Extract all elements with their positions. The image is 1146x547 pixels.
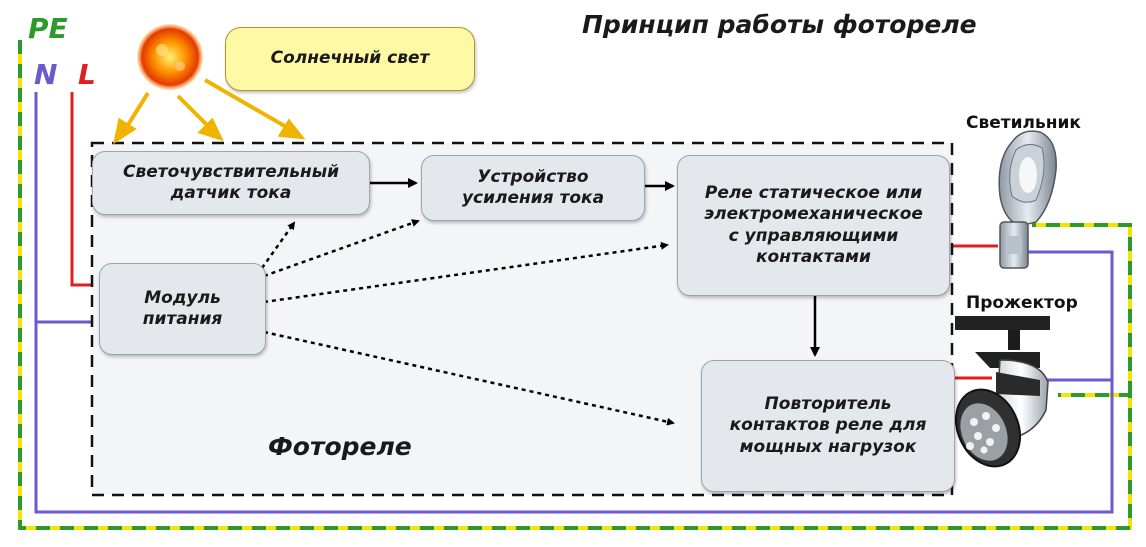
relay-block: Реле статическое или электромеханическое… — [677, 155, 950, 296]
amplifier-block: Устройство усиления тока — [421, 155, 645, 221]
n-wire — [34, 92, 1114, 514]
street-lamp-icon — [998, 130, 1057, 269]
lamp-label: Светильник — [966, 113, 1081, 133]
photorelay-caption: Фотореле — [268, 432, 412, 461]
l-wire — [70, 92, 998, 380]
page-title: Принцип работы фотореле — [582, 10, 977, 39]
power-module-label: Модуль питания — [142, 287, 223, 329]
pe-wire-label: PE — [28, 12, 68, 45]
repeater-block-label: Повторитель контактов реле для мощных на… — [729, 394, 927, 457]
power-module-block: Модуль питания — [99, 263, 266, 355]
sunlight-arrows — [113, 78, 306, 145]
sensor-block: Светочувствительный датчик тока — [92, 151, 370, 215]
sunlight-label-box: Солнечный свет — [225, 27, 475, 91]
dotted-arrows — [260, 219, 675, 426]
sun-icon — [137, 24, 203, 90]
l-wire-label: L — [78, 58, 96, 91]
relay-block-label: Реле статическое или электромеханическое… — [704, 183, 923, 267]
pe-wire — [18, 40, 1132, 530]
spotlight-icon — [954, 316, 1050, 468]
sensor-block-label: Светочувствительный датчик тока — [122, 161, 340, 203]
repeater-block: Повторитель контактов реле для мощных на… — [701, 360, 955, 492]
sunlight-label: Солнечный свет — [270, 48, 430, 69]
amplifier-block-label: Устройство усиления тока — [461, 166, 605, 208]
spotlight-label: Прожектор — [966, 293, 1078, 313]
n-wire-label: N — [34, 58, 58, 91]
solid-arrows — [370, 178, 820, 357]
